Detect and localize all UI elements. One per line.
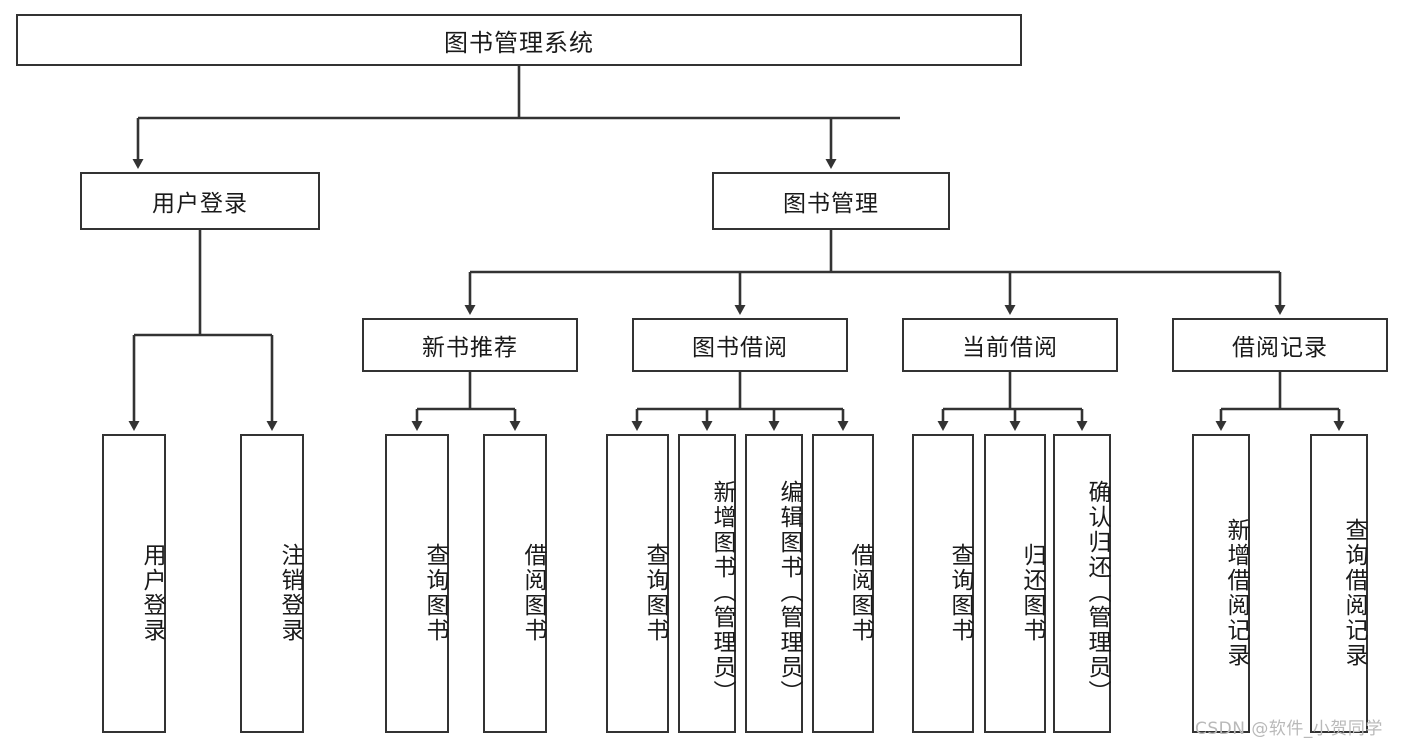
leaf-query-book-newbook[interactable]: 查询图书 bbox=[385, 434, 449, 733]
leaf-label: 查询图书 bbox=[642, 542, 668, 643]
leaf-label: 查询借阅记录 bbox=[1341, 517, 1367, 668]
node-borrow-record[interactable]: 借阅记录 bbox=[1172, 318, 1388, 372]
leaf-label: 用户登录 bbox=[139, 542, 165, 643]
node-root-system[interactable]: 图书管理系统 bbox=[16, 14, 1022, 66]
watermark: CSDN @软件_小贺同学 bbox=[1195, 719, 1383, 739]
node-new-book-recommend[interactable]: 新书推荐 bbox=[362, 318, 578, 372]
leaf-label: 归还图书 bbox=[1019, 542, 1045, 643]
leaf-label: 注销登录 bbox=[277, 542, 303, 643]
leaf-return-book[interactable]: 归还图书 bbox=[984, 434, 1046, 733]
leaf-label: 新增借阅记录 bbox=[1223, 517, 1249, 668]
node-user-login[interactable]: 用户登录 bbox=[80, 172, 320, 230]
leaf-label: 借阅图书 bbox=[847, 542, 873, 643]
leaf-query-borrow-record[interactable]: 查询借阅记录 bbox=[1310, 434, 1368, 733]
leaf-label: 借阅图书 bbox=[520, 542, 546, 643]
leaf-edit-book-admin[interactable]: 编辑图书（管理员） bbox=[745, 434, 803, 733]
leaf-label: 查询图书 bbox=[947, 542, 973, 643]
leaf-add-borrow-record[interactable]: 新增借阅记录 bbox=[1192, 434, 1250, 733]
leaf-logout[interactable]: 注销登录 bbox=[240, 434, 304, 733]
node-current-borrow[interactable]: 当前借阅 bbox=[902, 318, 1118, 372]
leaf-label: 确认归还（管理员） bbox=[1084, 480, 1110, 705]
leaf-add-book-admin[interactable]: 新增图书（管理员） bbox=[678, 434, 736, 733]
leaf-confirm-return-admin[interactable]: 确认归还（管理员） bbox=[1053, 434, 1111, 733]
leaf-query-book-current[interactable]: 查询图书 bbox=[912, 434, 974, 733]
leaf-borrow-book[interactable]: 借阅图书 bbox=[812, 434, 874, 733]
leaf-user-login[interactable]: 用户登录 bbox=[102, 434, 166, 733]
node-book-borrow[interactable]: 图书借阅 bbox=[632, 318, 848, 372]
leaf-borrow-book-newbook[interactable]: 借阅图书 bbox=[483, 434, 547, 733]
node-book-management[interactable]: 图书管理 bbox=[712, 172, 950, 230]
leaf-query-book-borrow[interactable]: 查询图书 bbox=[606, 434, 669, 733]
leaf-label: 编辑图书（管理员） bbox=[776, 480, 802, 705]
leaf-label: 查询图书 bbox=[422, 542, 448, 643]
leaf-label: 新增图书（管理员） bbox=[709, 480, 735, 705]
